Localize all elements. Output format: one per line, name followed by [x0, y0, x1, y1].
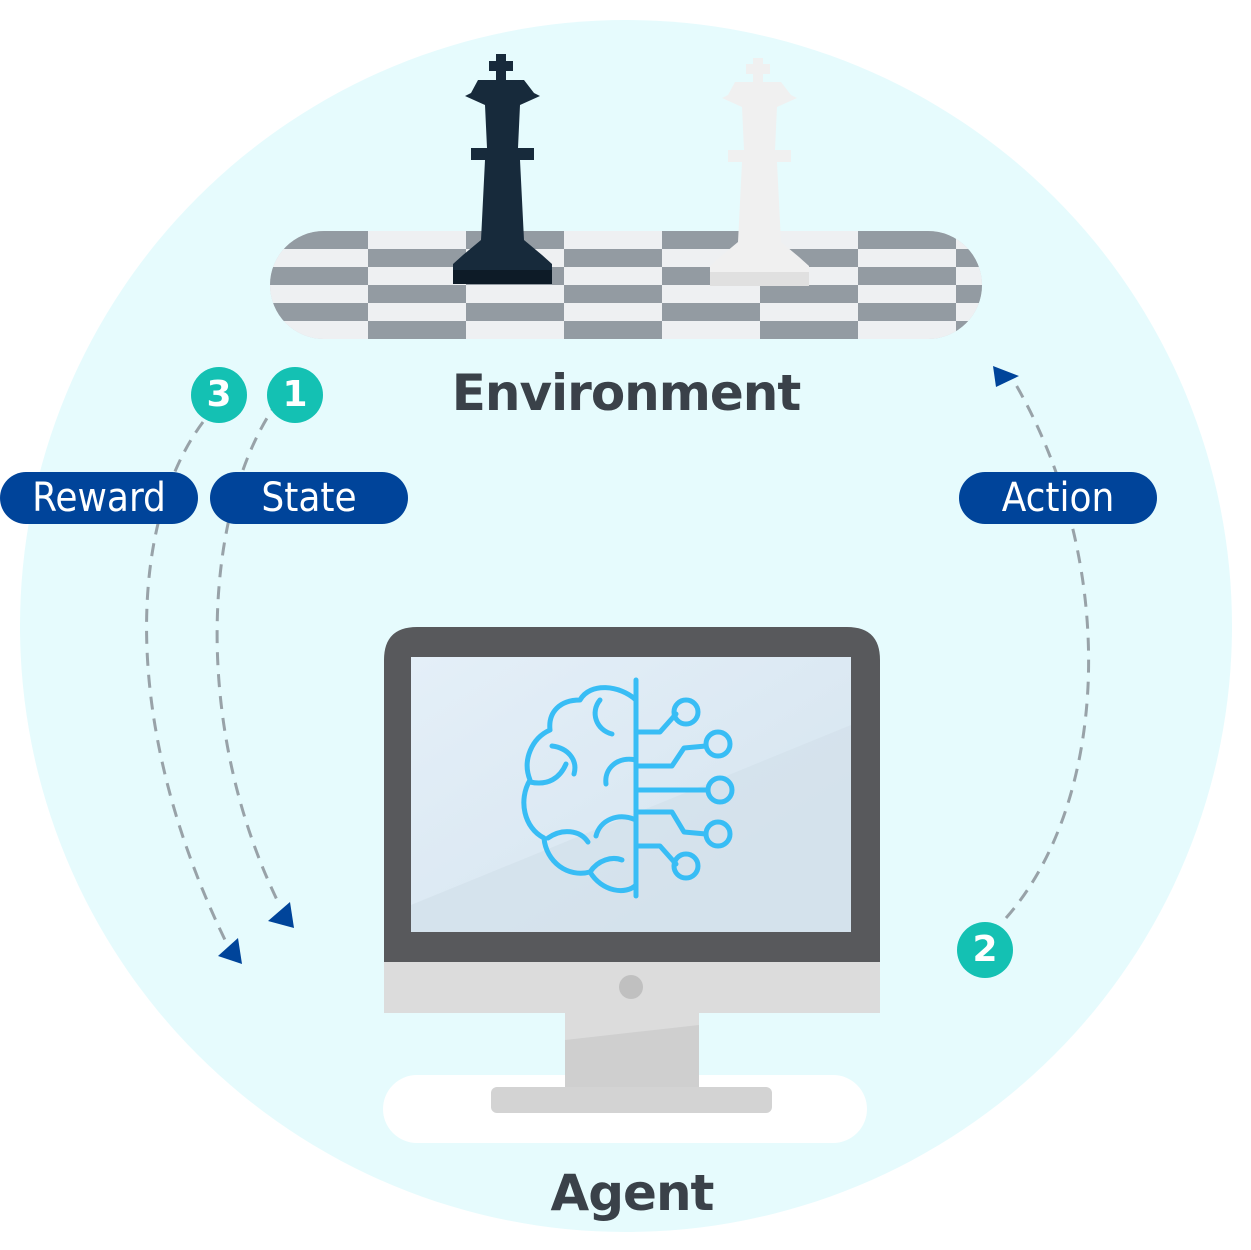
board-square — [956, 267, 982, 285]
chess-board — [270, 231, 982, 339]
board-square — [368, 303, 466, 321]
board-square — [368, 231, 466, 249]
reward-pill: Reward — [0, 472, 198, 524]
board-square — [270, 249, 368, 267]
board-square — [466, 285, 564, 303]
state-pill: State — [210, 472, 408, 524]
board-square — [760, 321, 858, 339]
board-square — [270, 303, 368, 321]
board-square — [760, 231, 858, 249]
chess-king-white-icon — [710, 58, 809, 286]
board-square — [662, 285, 760, 303]
board-square — [760, 285, 858, 303]
state-arrow — [215, 399, 282, 907]
board-square — [858, 249, 956, 267]
step-3-badge: 3 — [191, 367, 247, 423]
board-square — [662, 303, 760, 321]
board-square — [368, 249, 466, 267]
board-square — [368, 321, 466, 339]
state-arrowhead — [268, 902, 294, 928]
board-square — [564, 267, 662, 285]
action-pill: Action — [959, 472, 1157, 524]
board-square — [466, 303, 564, 321]
board-square — [858, 303, 956, 321]
board-square — [564, 321, 662, 339]
board-square — [760, 303, 858, 321]
board-square — [956, 285, 982, 303]
board-square — [564, 303, 662, 321]
board-square — [858, 285, 956, 303]
reward-arrowhead — [218, 938, 242, 964]
step-1-badge: 1 — [267, 367, 323, 423]
board-square — [270, 285, 368, 303]
board-square — [662, 321, 760, 339]
board-square — [858, 231, 956, 249]
chess-king-black-icon — [453, 54, 552, 284]
board-square — [270, 267, 368, 285]
board-square — [858, 321, 956, 339]
board-square — [368, 267, 466, 285]
board-square — [368, 285, 466, 303]
board-square — [858, 267, 956, 285]
action-arrowhead — [993, 366, 1019, 387]
board-square — [564, 249, 662, 267]
brain-circuit-icon — [521, 677, 735, 899]
board-square — [564, 285, 662, 303]
board-square — [466, 321, 564, 339]
step-2-badge: 2 — [957, 922, 1013, 978]
environment-label: Environment — [451, 364, 802, 422]
board-square — [564, 231, 662, 249]
reward-arrow — [145, 421, 228, 943]
agent-label: Agent — [550, 1164, 715, 1222]
action-arrow — [1004, 377, 1091, 919]
